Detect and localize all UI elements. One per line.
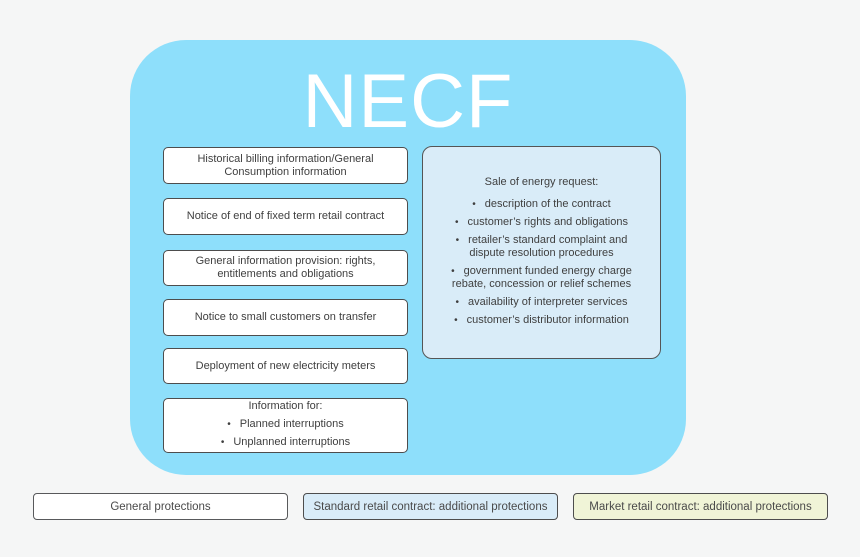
sale-box-title: Sale of energy request: [484, 176, 599, 188]
legend-label: Standard retail contract: additional pro… [313, 500, 548, 513]
bullet-government-rebate-schemes: government funded energy charge rebate, … [437, 265, 646, 291]
legend-standard-retail-contract: Standard retail contract: additional pro… [303, 493, 558, 520]
node-sale-of-energy-request: Sale of energy request: description of t… [422, 146, 661, 359]
bullet-interpreter-services: availability of interpreter services [455, 296, 628, 309]
necf-container: NECF Historical billing information/Gene… [130, 40, 686, 475]
bullet-planned-interruptions: Planned interruptions [227, 418, 344, 431]
node-label: Historical billing information/General C… [197, 152, 374, 178]
node-label: Notice of end of fixed term retail contr… [186, 210, 385, 222]
legend-label: General protections [110, 500, 211, 513]
node-label: Deployment of new electricity meters [195, 359, 376, 372]
bullet-description-of-contract: description of the contract [472, 198, 611, 211]
node-information-for: Information for: Planned interruptions U… [163, 398, 408, 453]
bullet-retailer-complaint-procedures: retailer’s standard complaint and disput… [437, 234, 646, 260]
legend-label: Market retail contract: additional prote… [589, 500, 812, 513]
necf-title: NECF [302, 59, 514, 144]
node-general-information-provision: General information provision: rights, e… [163, 250, 408, 286]
bullet-unplanned-interruptions: Unplanned interruptions [221, 436, 350, 449]
node-historical-billing: Historical billing information/General C… [163, 147, 408, 184]
bullet-distributor-information: customer’s distributor information [454, 314, 629, 327]
node-notice-small-customers: Notice to small customers on transfer [163, 299, 408, 336]
node-deployment-meters: Deployment of new electricity meters [163, 348, 408, 384]
node-end-of-fixed-term: Notice of end of fixed term retail contr… [163, 198, 408, 235]
legend-market-retail-contract: Market retail contract: additional prote… [573, 493, 828, 520]
node-label: General information provision: rights, e… [195, 255, 376, 280]
bullet-customer-rights: customer’s rights and obligations [455, 216, 628, 229]
legend-general-protections: General protections [33, 493, 288, 520]
node-label: Notice to small customers on transfer [194, 311, 377, 323]
node-info-title: Information for: [248, 399, 323, 412]
